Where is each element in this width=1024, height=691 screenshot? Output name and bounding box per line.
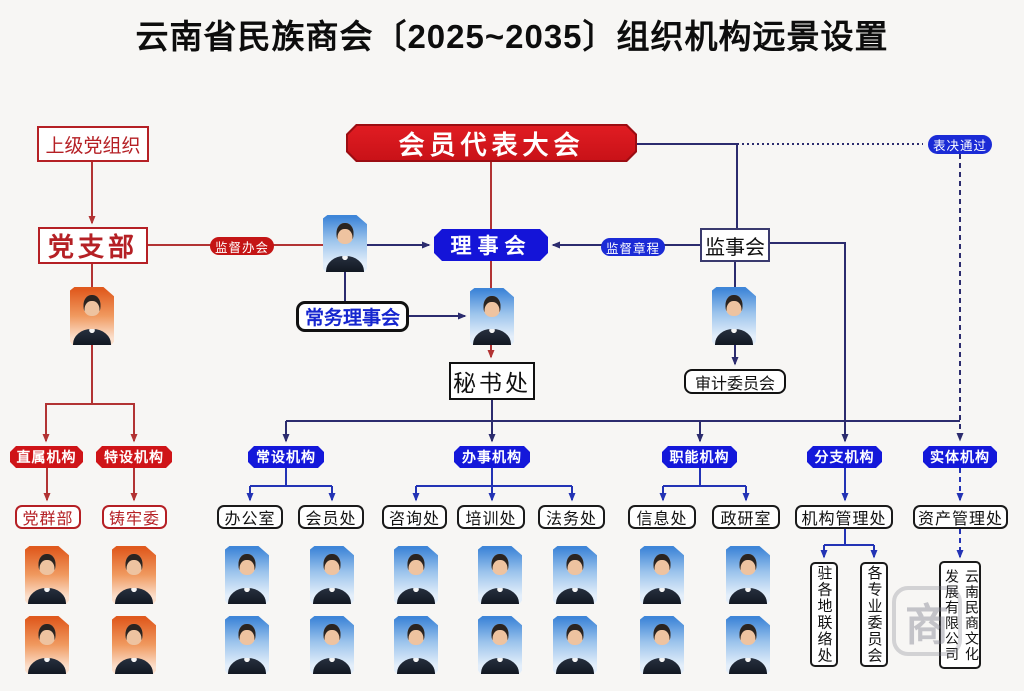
chip-permanent: 常设机构: [248, 446, 324, 468]
portrait-photo: [394, 546, 438, 604]
portrait-party-branch-head: [70, 287, 114, 345]
portrait-photo: [726, 616, 770, 674]
node-party-branch: 党支部: [38, 227, 148, 264]
node-audit-committee: 审计委员会: [684, 369, 786, 394]
dept-information: 信息处: [628, 505, 696, 529]
node-superior-party-org: 上级党组织: [37, 126, 149, 162]
navy-connectors: [282, 143, 964, 443]
unit-liaison-offices: 驻各地联络处: [810, 562, 838, 667]
portrait-photo: [478, 546, 522, 604]
label-supervise-meeting: 监督办会: [210, 237, 274, 255]
dept-policy-research: 政研室: [712, 505, 780, 529]
node-standing-council: 常务理事会: [296, 301, 409, 332]
portrait-secretary-general: [470, 288, 514, 345]
chip-branch: 分支机构: [807, 446, 882, 468]
portrait-photo: [25, 616, 69, 674]
dept-zhulaowei: 铸牢委: [102, 505, 167, 529]
chip-directly-affiliated: 直属机构: [10, 446, 83, 468]
dept-party-mass: 党群部: [15, 505, 81, 529]
portrait-photo: [726, 546, 770, 604]
node-member-assembly: 会员代表大会: [346, 124, 637, 162]
portrait-standing-council-head: [323, 215, 367, 272]
portrait-photo: [225, 616, 269, 674]
node-council: 理事会: [434, 229, 548, 261]
page-title: 云南省民族商会〔2025~2035〕组织机构远景设置: [135, 18, 889, 55]
portrait-photo: [478, 616, 522, 674]
node-secretariat: 秘书处: [449, 362, 535, 400]
portrait-photo: [640, 546, 684, 604]
portrait-photo: [112, 616, 156, 674]
member-assembly-label: 会员代表大会: [348, 126, 635, 160]
chip-working: 办事机构: [454, 446, 530, 468]
label-vote-passed: 表决通过: [928, 135, 992, 154]
portrait-photo: [25, 546, 69, 604]
dept-office: 办公室: [217, 505, 283, 529]
portrait-photo: [225, 546, 269, 604]
dept-consulting: 咨询处: [382, 505, 447, 529]
dept-legal: 法务处: [538, 505, 605, 529]
dept-training: 培训处: [457, 505, 525, 529]
unit-professional-committees: 各专业委员会: [860, 562, 888, 667]
chip-entity: 实体机构: [923, 446, 997, 468]
portrait-photo: [394, 616, 438, 674]
portrait-photo: [112, 546, 156, 604]
portrait-photo: [553, 546, 597, 604]
portrait-supervisory-head: [712, 287, 756, 345]
node-supervisory-board: 监事会: [700, 228, 770, 262]
chip-functional: 职能机构: [662, 446, 737, 468]
portrait-photo: [310, 616, 354, 674]
label-supervise-charter: 监督章程: [601, 238, 665, 256]
dept-asset-mgmt: 资产管理处: [913, 505, 1008, 529]
watermark-logo: 商: [892, 586, 962, 656]
branch-connectors: [246, 468, 964, 559]
portrait-photo: [553, 616, 597, 674]
dept-institution-mgmt: 机构管理处: [795, 505, 893, 529]
dept-membership: 会员处: [298, 505, 364, 529]
chip-special: 特设机构: [96, 446, 172, 468]
portrait-photo: [640, 616, 684, 674]
portrait-photo: [310, 546, 354, 604]
